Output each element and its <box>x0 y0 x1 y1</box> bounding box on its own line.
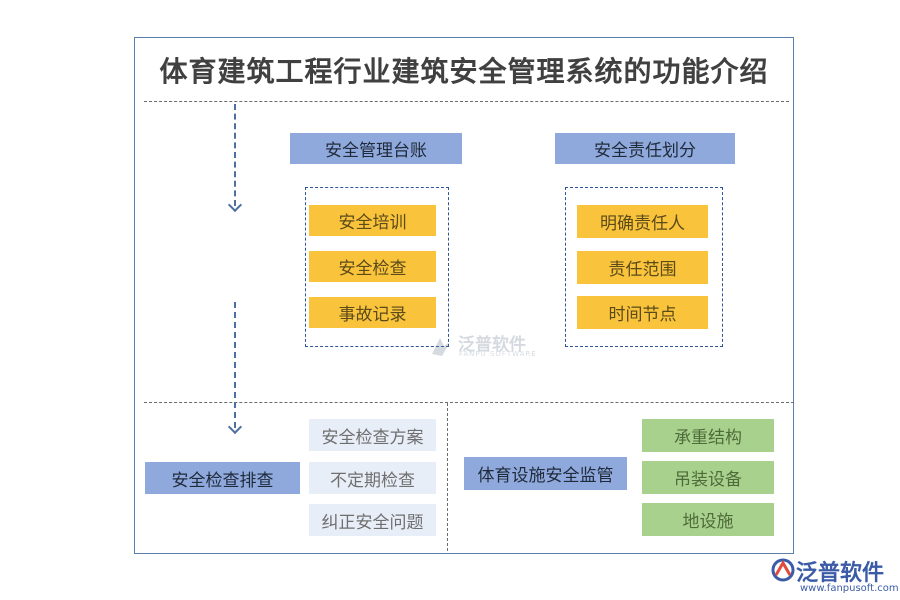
responsibility-item-timeline: 时间节点 <box>577 296 708 329</box>
responsibility-item-person: 明确责任人 <box>577 205 708 238</box>
bottom-vertical-divider <box>447 403 448 551</box>
facility-item-lifting: 吊装设备 <box>642 461 774 494</box>
inspection-item-plan: 安全检查方案 <box>309 419 436 451</box>
watermark: 泛普软件 FANPU SOFTWARE <box>428 330 538 362</box>
facility-item-ground: 地设施 <box>642 503 774 536</box>
watermark-sub: FANPU SOFTWARE <box>459 350 537 358</box>
ledger-item-accident: 事故记录 <box>309 297 436 328</box>
top-divider <box>144 101 789 102</box>
brand-logo-url: www.fanpusoft.com <box>800 583 899 594</box>
facility-item-structure: 承重结构 <box>642 419 774 452</box>
watermark-name: 泛普软件 <box>458 335 526 355</box>
ledger-item-inspection: 安全检查 <box>309 251 436 282</box>
responsibility-group <box>565 187 723 347</box>
inspection-heading: 安全检查排查 <box>145 462 300 494</box>
page-title: 体育建筑工程行业建筑安全管理系统的功能介绍 <box>159 55 769 88</box>
diagram-frame <box>134 37 794 554</box>
ledger-heading: 安全管理台账 <box>290 133 462 164</box>
inspection-item-correct: 纠正安全问题 <box>309 504 436 536</box>
ledger-group <box>305 187 449 347</box>
brand-logo-icon <box>771 558 795 582</box>
ledger-item-training: 安全培训 <box>309 205 436 236</box>
inspection-item-random: 不定期检查 <box>309 462 436 494</box>
responsibility-heading: 安全责任划分 <box>555 133 735 164</box>
facility-heading: 体育设施安全监管 <box>464 457 627 490</box>
middle-divider <box>144 402 794 403</box>
flow-arrow-lower-line <box>234 302 236 428</box>
watermark-icon <box>432 338 450 356</box>
brand-logo: 泛普软件 www.fanpusoft.com <box>770 555 899 600</box>
brand-logo-name: 泛普软件 <box>796 561 885 586</box>
responsibility-item-scope: 责任范围 <box>577 251 708 284</box>
flow-arrow-upper-line <box>234 104 236 206</box>
